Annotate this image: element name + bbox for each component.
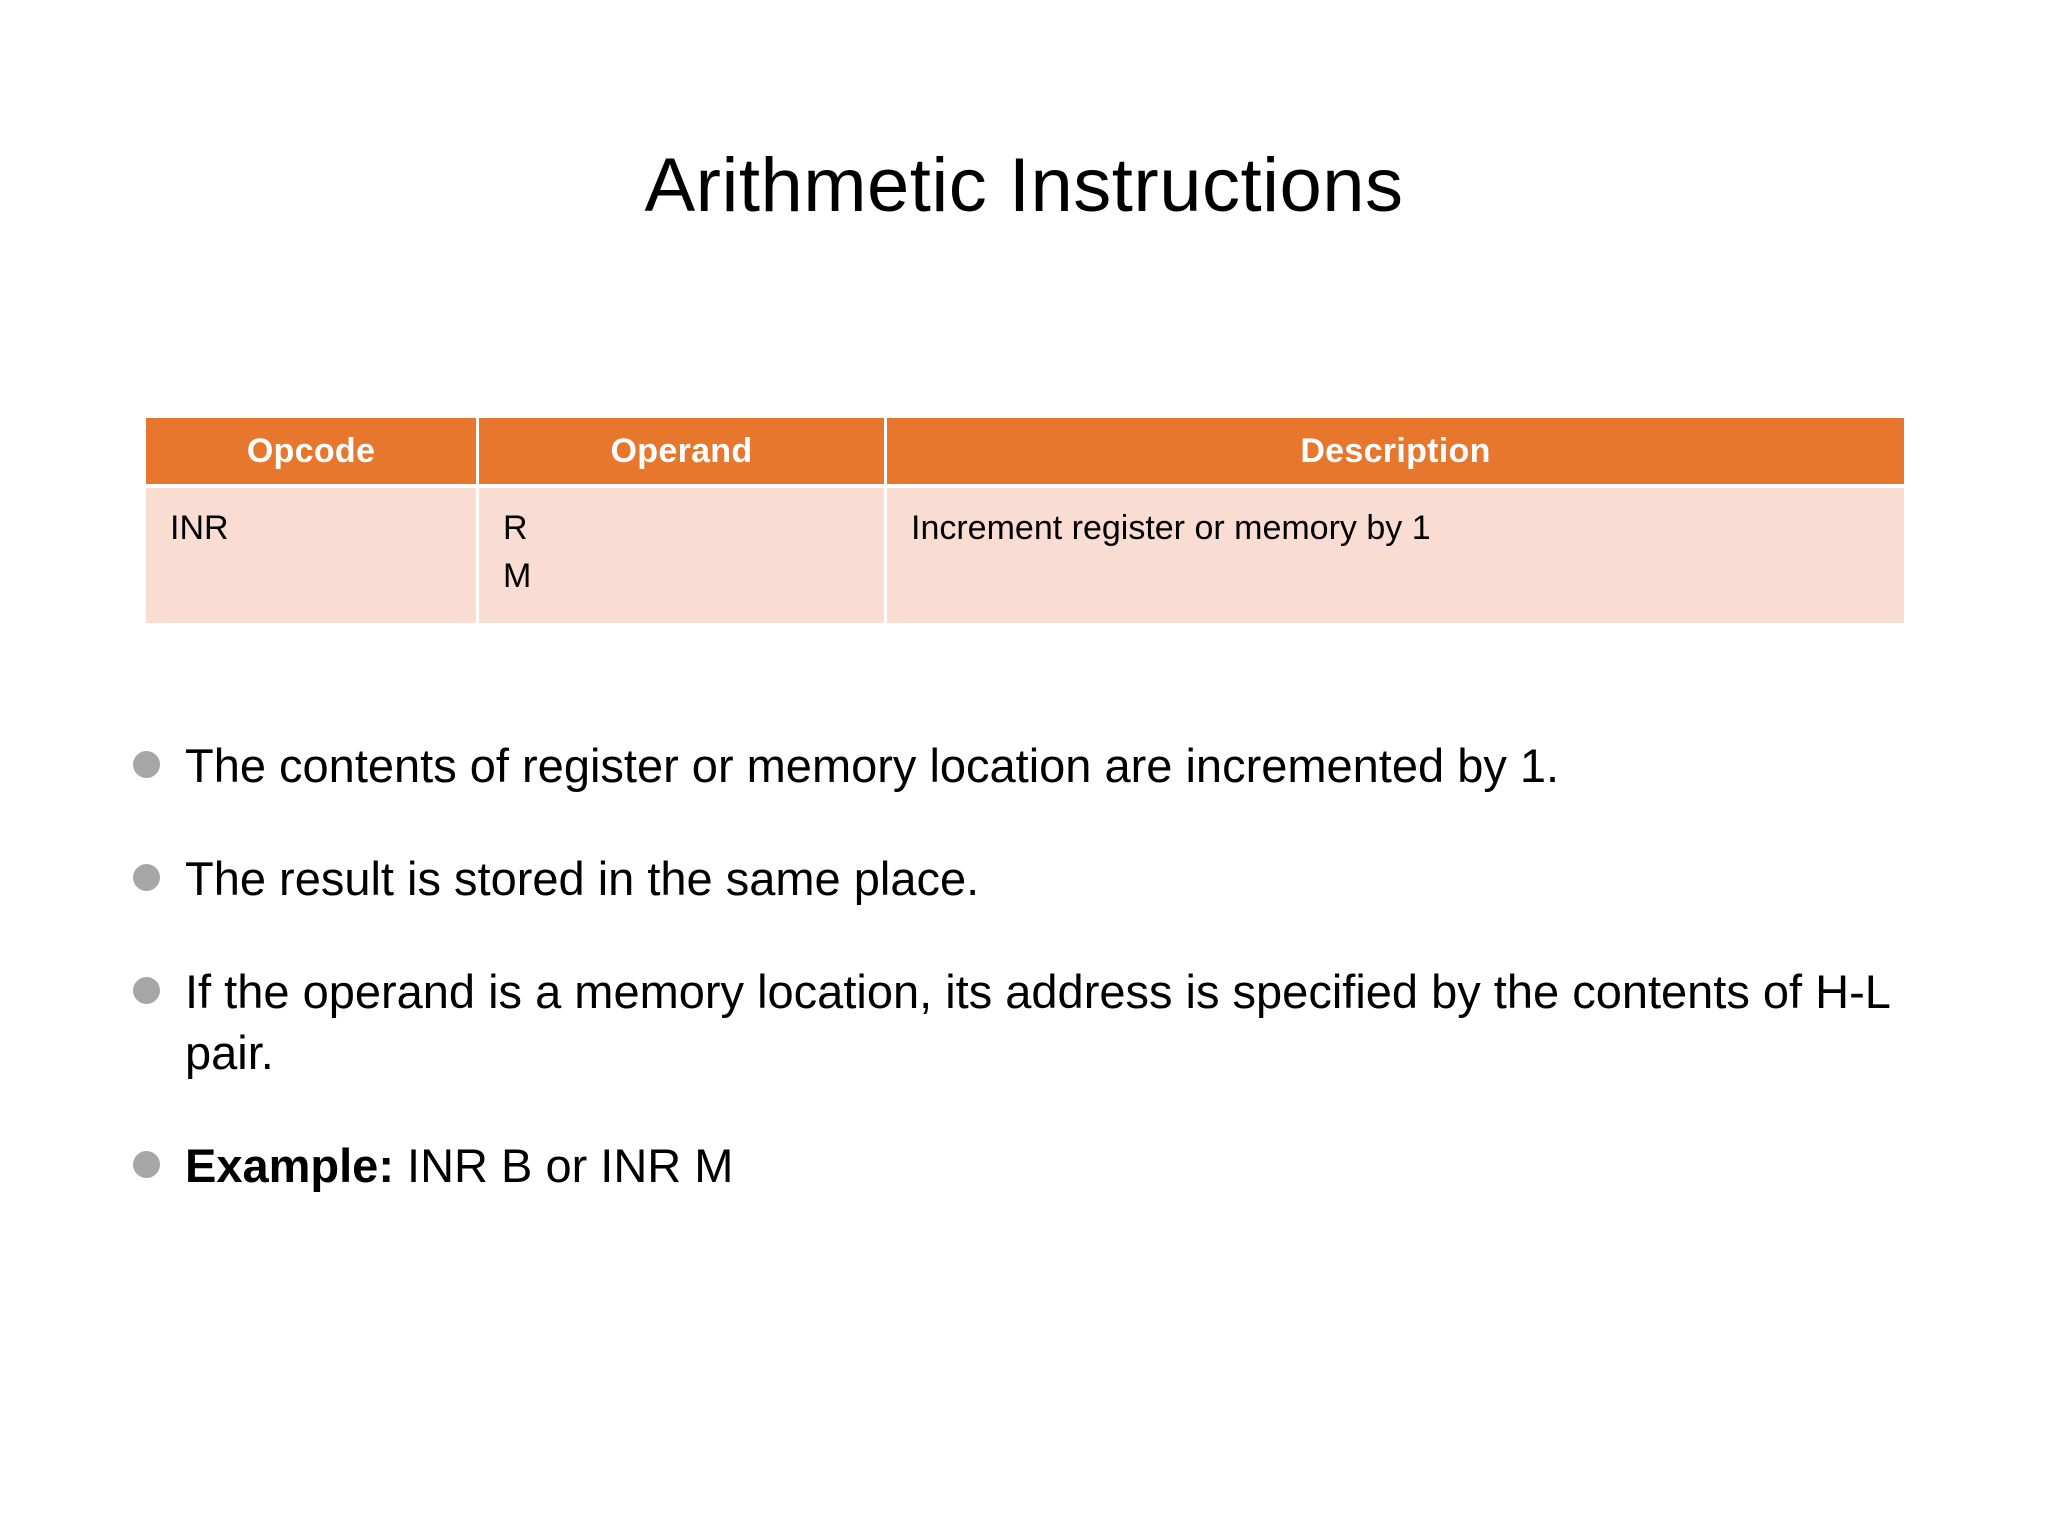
list-item: Example: INR B or INR M — [133, 1135, 1973, 1196]
bullet-example-label: Example: — [185, 1139, 394, 1193]
list-item: The result is stored in the same place. — [133, 848, 1973, 909]
bullet-example-value: INR B or INR M — [393, 1139, 734, 1193]
column-header-opcode: Opcode — [146, 418, 476, 484]
table-body: INR R M Increment register or memory by … — [146, 488, 1904, 623]
cell-operand: R M — [479, 488, 884, 623]
operand-line-register: R — [503, 509, 528, 547]
cell-description: Increment register or memory by 1 — [887, 488, 1904, 623]
cell-opcode: INR — [146, 488, 476, 623]
bullet-dot-icon — [133, 751, 160, 778]
bullet-text-operand-memory-address: If the operand is a memory location, its… — [185, 965, 1890, 1080]
page-title: Arithmetic Instructions — [644, 143, 1404, 228]
bullet-text-result-stored: The result is stored in the same place. — [185, 852, 980, 906]
bullet-dot-icon — [133, 1151, 160, 1179]
operand-line-memory: M — [503, 557, 532, 596]
table-header-row: Opcode Operand Description — [146, 418, 1904, 484]
table-header: Opcode Operand Description — [146, 418, 1904, 484]
column-header-operand: Operand — [479, 418, 884, 484]
bullet-dot-icon — [133, 977, 160, 1005]
bullet-text-example: Example: INR B or INR M — [185, 1135, 1973, 1196]
column-header-description: Description — [887, 418, 1904, 484]
bullet-dot-icon — [133, 864, 160, 892]
list-item: If the operand is a memory location, its… — [133, 961, 1973, 1083]
table-row: INR R M Increment register or memory by … — [146, 488, 1904, 623]
bullet-list: The contents of register or memory locat… — [133, 735, 1973, 1196]
list-item: The contents of register or memory locat… — [133, 735, 1973, 796]
bullet-text-contents-incremented: The contents of register or memory locat… — [185, 739, 1560, 792]
instruction-table: Opcode Operand Description INR R M Incre… — [143, 414, 1907, 627]
